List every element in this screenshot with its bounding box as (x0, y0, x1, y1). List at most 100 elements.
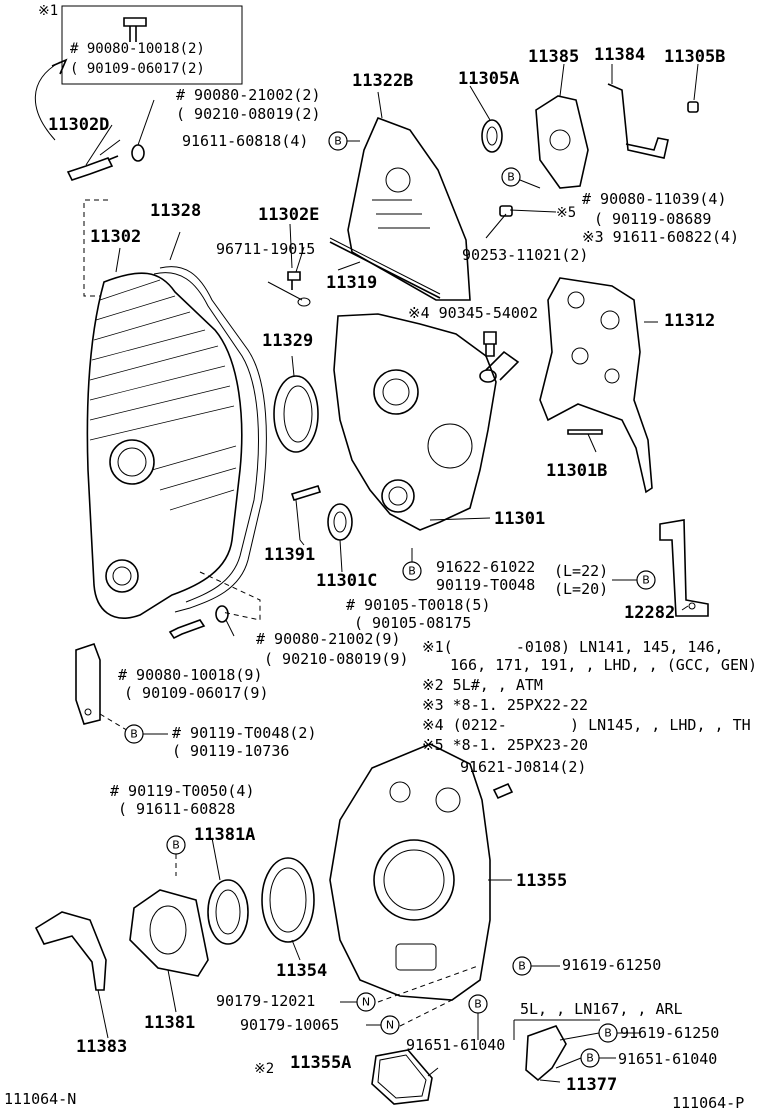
bracket-11384 (607, 83, 669, 159)
part-11384: 11384 (594, 45, 646, 65)
fastener-f17: 91651-61040 (406, 1036, 506, 1054)
stud-11302D (66, 155, 119, 181)
fastener-f14: 91619-61250 (562, 956, 662, 974)
part-11391: 11391 (264, 545, 316, 565)
fastener-f8a: # 90105-T0018(5) (346, 596, 491, 614)
note-4: ※4 (0212- ) LN145, , LHD, , TH (422, 716, 751, 734)
note-2: ※2 5L#, , ATM (422, 676, 543, 694)
corner-code-left: 111064-N (4, 1090, 77, 1108)
part-11302E: 11302E (258, 205, 320, 225)
callout-b-8: B (474, 998, 482, 1011)
fastener-f9b: ( 90210-08019(9) (264, 650, 409, 668)
fastener-f15: 90179-12021 (216, 992, 316, 1010)
gasket-11312 (539, 277, 653, 494)
fastener-f7a: 91622-61022 (436, 558, 536, 576)
part-11301B: 11301B (546, 461, 608, 481)
part-11305B: 11305B (664, 47, 726, 67)
plug-90345 (483, 331, 497, 357)
fastener-f1a: # 90080-21002(2) (176, 86, 321, 104)
end-plate-11355 (329, 743, 491, 1001)
variant-note: 5L, , LN167, , ARL (520, 1000, 683, 1018)
fastener-f3: 96711-19015 (216, 240, 316, 258)
part-11328: 11328 (150, 201, 202, 221)
timing-cover-11302 (86, 272, 243, 619)
timing-case-11301 (333, 313, 497, 531)
fastener-f11a: # 90119-T0048(2) (172, 724, 317, 742)
fastener-f9a: # 90080-21002(9) (256, 630, 401, 648)
washer-lower (215, 605, 229, 623)
seal-plate-11383 (34, 911, 107, 991)
part-11329: 11329 (262, 331, 314, 351)
part-12282: 12282 (624, 603, 676, 623)
note-marker-1: ※1 (38, 3, 59, 19)
bolt-91621 (492, 782, 514, 800)
callout-b-9: B (604, 1027, 612, 1040)
gasket-11355A (371, 1049, 433, 1105)
part-11301C: 11301C (316, 571, 378, 591)
callout-b-4: B (642, 574, 650, 587)
retainer-11381 (129, 889, 209, 977)
fastener-f7b: 90119-T0048 (436, 576, 536, 594)
gasket-11329 (273, 375, 319, 453)
bolt-lower (168, 619, 206, 640)
part-11319: 11319 (326, 273, 378, 293)
stud-11391 (290, 485, 322, 501)
callout-b-7: B (518, 960, 526, 973)
seal-bore-lower (105, 559, 139, 593)
part-11377: 11377 (566, 1075, 618, 1095)
note-1a: ※1( -0108) LN141, 145, 146, (422, 638, 724, 656)
gasket-11328 (159, 266, 267, 613)
part-11301: 11301 (494, 509, 546, 529)
pin-11305B (687, 101, 699, 113)
corner-code-right: 111064-P (672, 1094, 745, 1112)
fastener-f7d: (L=20) (554, 580, 609, 598)
washer-icon (131, 144, 145, 162)
fastener-f18: 91619-61250 (620, 1024, 720, 1042)
pin-90253 (499, 205, 513, 217)
bracket-12282 (659, 519, 709, 617)
fastener-f4a: # 90080-11039(4) (582, 190, 727, 208)
callout-b-10: B (586, 1052, 594, 1065)
fastener-f19: 91651-61040 (618, 1050, 718, 1068)
part-11312: 11312 (664, 311, 716, 331)
fastener-f12b: ( 91611-60828 (118, 800, 236, 818)
seal-11381A (207, 879, 249, 945)
part-11322B: 11322B (352, 71, 414, 91)
plate-11322B (347, 116, 471, 301)
bracket-11377 (525, 1025, 567, 1082)
note-marker-2: ※2 (254, 1061, 275, 1077)
fastener-f10b: ( 90109-06017(9) (124, 684, 269, 702)
fastener-f4b: ( 90119-08689 (594, 210, 712, 228)
part-11381A: 11381A (194, 825, 256, 845)
callout-b-5: B (130, 728, 138, 741)
bolt-group-box (61, 5, 243, 85)
callout-b-6: B (172, 839, 180, 852)
fastener-f5: 90253-11021(2) (462, 246, 589, 264)
fastener-f16: 90179-10065 (240, 1016, 340, 1034)
fastener-f2: 91611-60818(4) (182, 132, 309, 150)
fastener-f4c: ※3 91611-60822(4) (582, 228, 740, 246)
leader-lines (85, 63, 699, 1083)
fastener-f4m: ※5 (556, 205, 577, 221)
callout-n-2: N (386, 1019, 394, 1032)
callout-b-2: B (507, 171, 515, 184)
fastener-f13: 91621-J0814(2) (460, 758, 587, 776)
note-5: ※5 *8-1. 25PX23-20 (422, 736, 589, 754)
box-bolt-label: # 90080-10018(2) (70, 41, 205, 57)
fastener-f11b: ( 90119-10736 (172, 742, 290, 760)
note-3: ※3 *8-1. 25PX22-22 (422, 696, 589, 714)
bracket-left-small (75, 642, 101, 725)
part-11355: 11355 (516, 871, 568, 891)
fastener-f7c: (L=22) (554, 562, 609, 580)
callout-b-3: B (408, 565, 416, 578)
plug-11302E (287, 271, 301, 290)
bolt-icon (123, 17, 147, 42)
rod-11319 (329, 241, 441, 299)
part-11381: 11381 (144, 1013, 196, 1033)
stud-11301B (567, 429, 603, 435)
callout-n-1: N (362, 996, 370, 1009)
bracket-11385 (535, 95, 589, 189)
fastener-f1b: ( 90210-08019(2) (176, 105, 321, 123)
